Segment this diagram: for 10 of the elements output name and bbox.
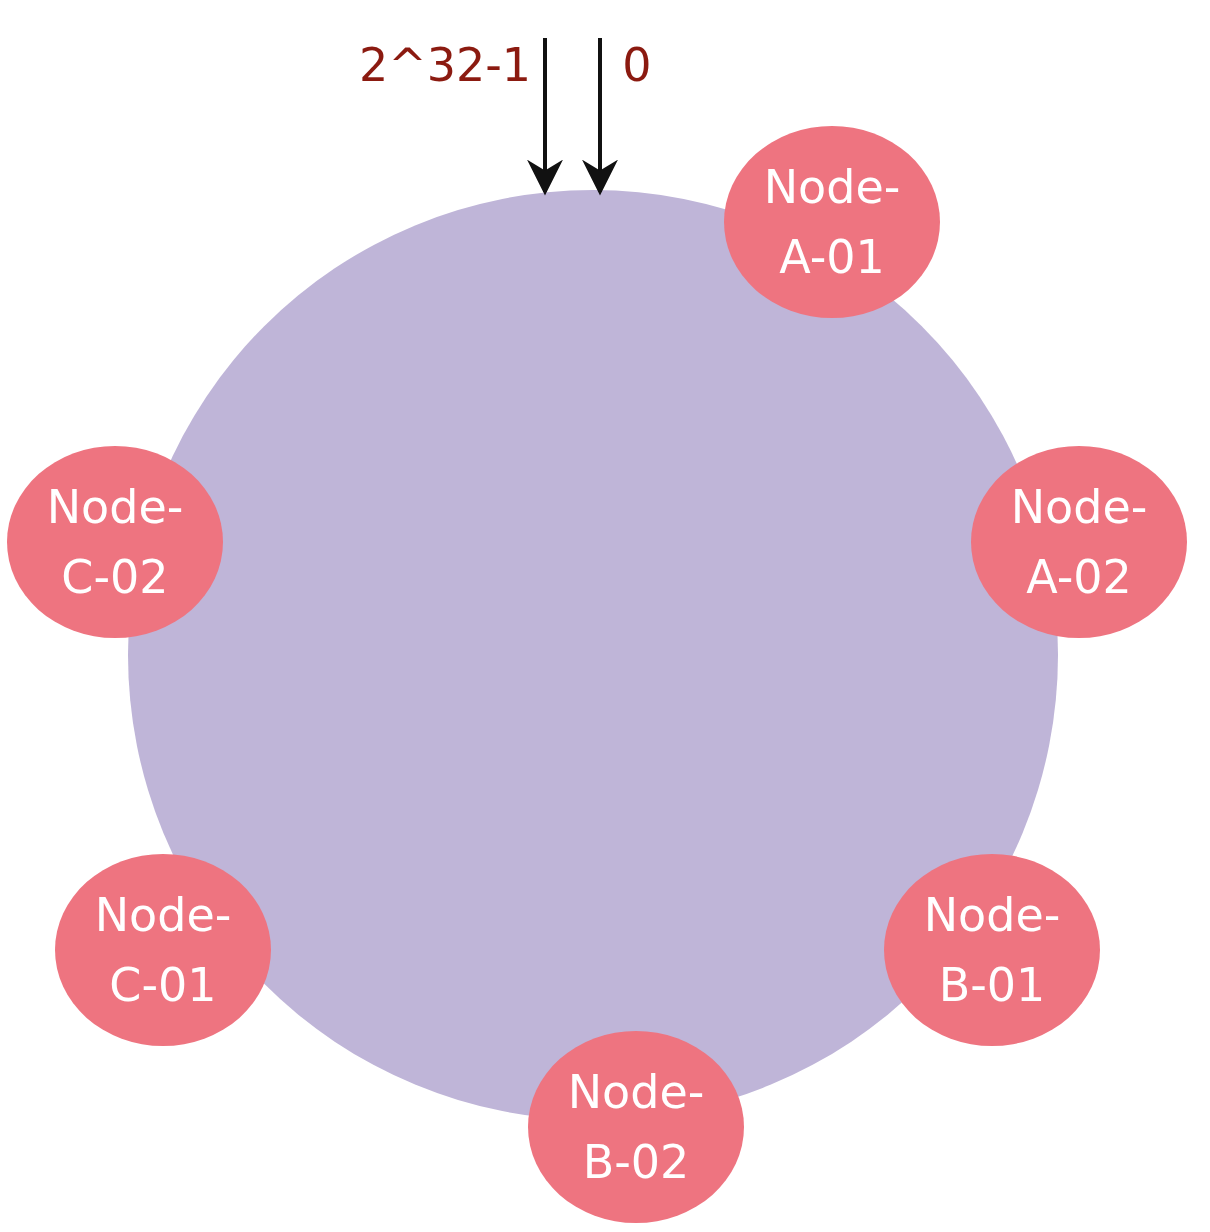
- node-name: Node-A-01: [762, 159, 902, 286]
- arrow: [582, 38, 618, 196]
- hash-value-label: 0: [622, 38, 652, 92]
- hash-value-label: 2^32-1: [358, 38, 532, 92]
- node-name: Node-B-02: [566, 1064, 706, 1191]
- node-name: Node-C-02: [45, 479, 185, 606]
- node-name: Node-A-02: [1009, 479, 1149, 606]
- arrow: [527, 38, 563, 196]
- node-name: Node-C-01: [93, 887, 233, 1014]
- node-name: Node-B-01: [922, 887, 1062, 1014]
